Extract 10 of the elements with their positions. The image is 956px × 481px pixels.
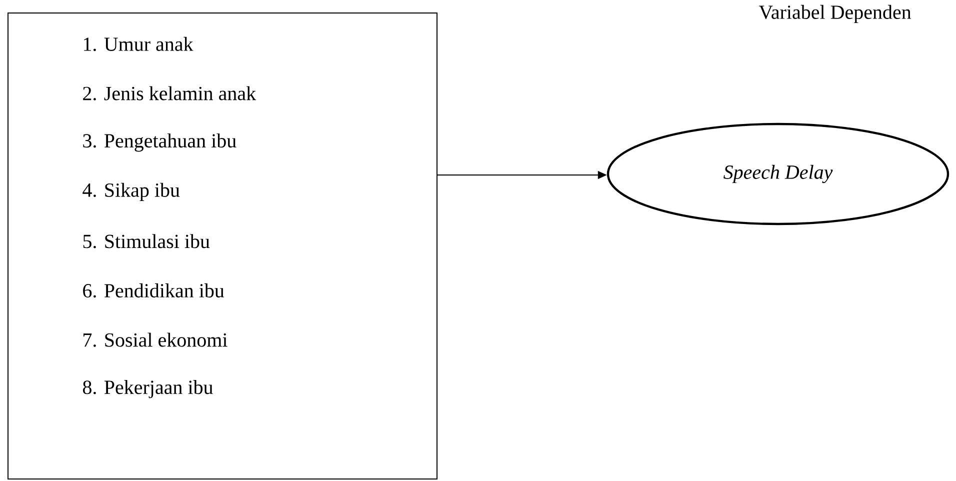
list-item: 7. Sosial ekonomi <box>84 332 228 347</box>
heading-label: Variabel Dependen <box>758 4 912 24</box>
list-item: 1. Umur anak <box>84 36 194 52</box>
list-item: 3. Pengetahuan ibu <box>83 134 236 152</box>
list-item: 4. Sikap ibu <box>82 182 180 201</box>
variable-box <box>8 12 438 480</box>
list-item: 5. Stimulasi ibu <box>83 234 210 248</box>
list-item: 2. Jenis kelamin anak <box>83 86 256 100</box>
list-item: 8. Pekerjaan ibu <box>82 380 213 398</box>
list-item: 6. Pendidikan ibu <box>83 283 224 298</box>
